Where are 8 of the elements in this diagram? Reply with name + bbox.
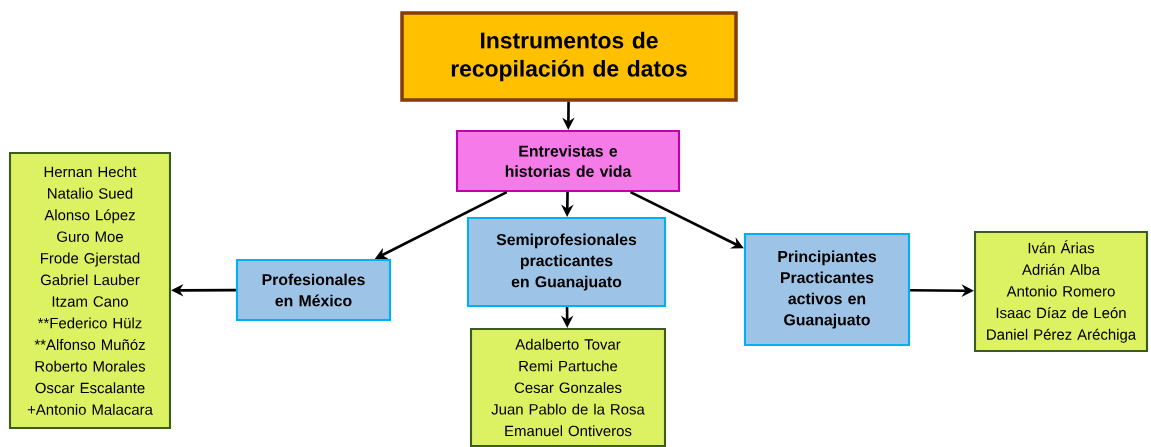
name-list-box: Iván Árias Adrián Alba Antonio Romero Isaac Díaz de León Daniel Pérez Aréchiga <box>973 230 1149 353</box>
topic-box: Entrevistas e historias de vida <box>455 129 681 193</box>
name-list-box: Hernan Hecht Natalio Sued Alonso López Guro Moe Frode Gjerstad Gabriel Lauber Itzam Cano **Federico Hülz **Alfonso Muñóz Roberto Morales Oscar Escalante +Antonio Malacara <box>8 151 172 430</box>
category-box: Profesionales en México <box>235 258 392 322</box>
category-box: Principiantes Practicantes activos en Guanajuato <box>743 232 911 347</box>
name-list-box: Adalberto Tovar Remi Partuche Cesar Gonzales Juan Pablo de la Rosa Emanuel Ontiveros <box>469 327 667 447</box>
category-box: Semiprofesionales practicantes en Guanajuato <box>466 216 667 308</box>
title-box: Instrumentos de recopilación de datos <box>400 11 738 102</box>
